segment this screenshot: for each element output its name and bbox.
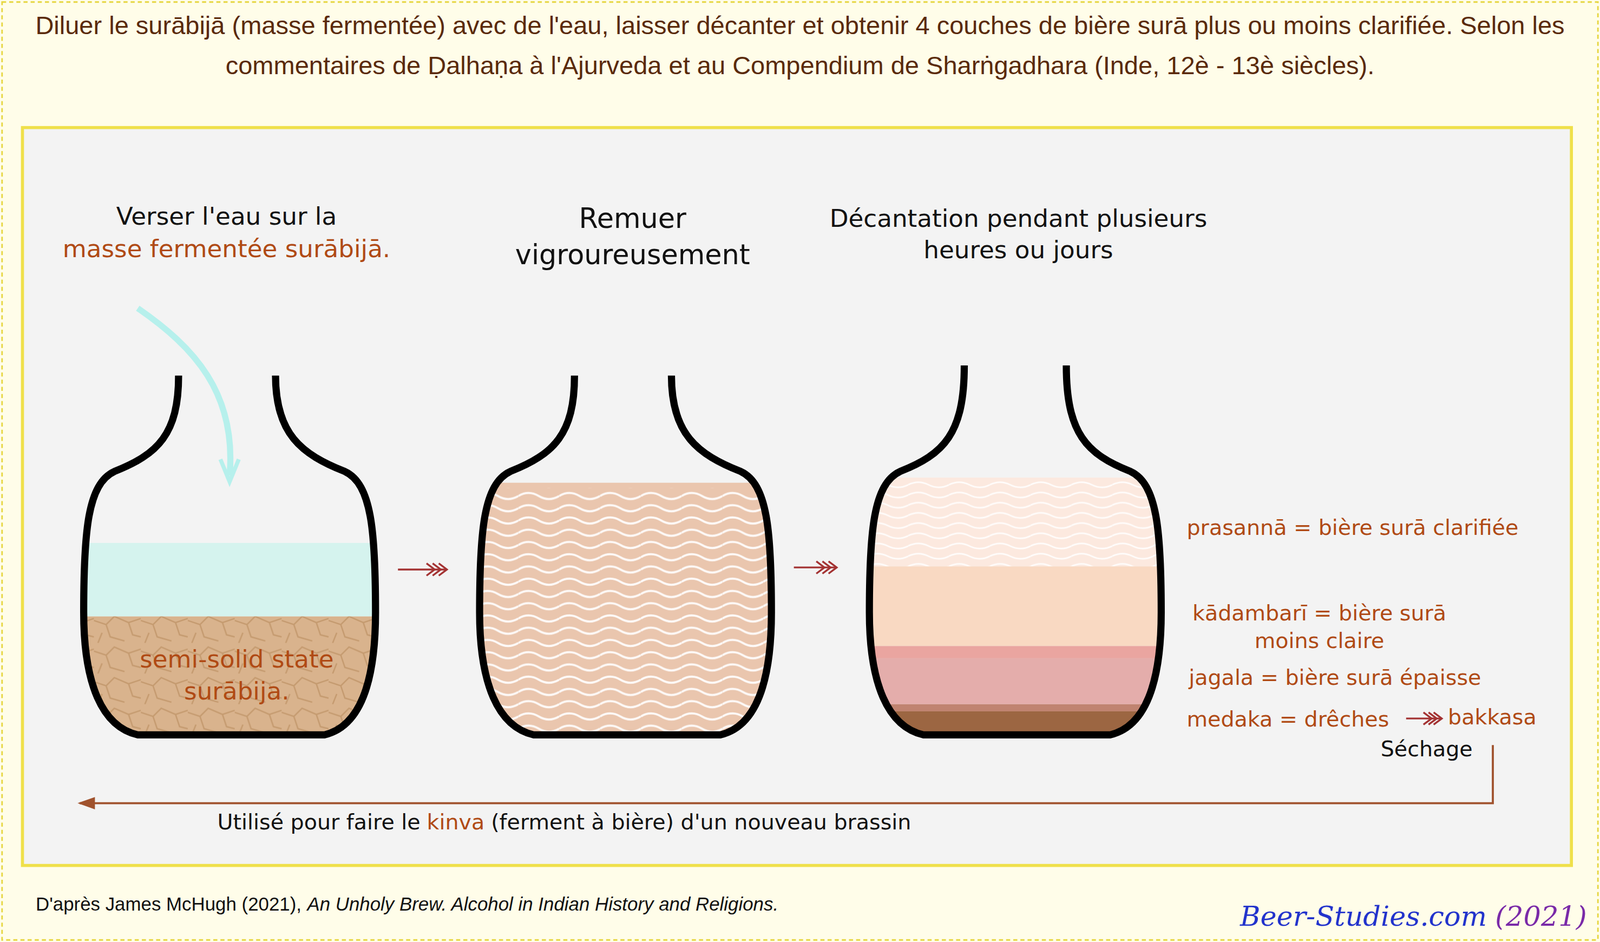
step-heading: Verser l'eau sur la <box>22 200 431 233</box>
label-box: medaka = drêches <box>1186 705 1389 733</box>
return-line <box>79 744 1493 803</box>
label-text: kinva <box>427 808 485 837</box>
label-box: kādambarī = bière surā moins claire <box>1181 598 1458 655</box>
label-text: Séchage <box>1380 735 1473 763</box>
label-text: bakkasa <box>1447 703 1537 732</box>
step-heading: Décantation pendant plusieurs heures ou … <box>804 202 1234 267</box>
water-arrowhead <box>220 458 239 482</box>
step-heading: masse fermentée surābijā. <box>22 233 431 266</box>
label-text: kādambarī = bière surā moins claire <box>1192 599 1447 653</box>
jar-node: Remuer vigroureusement <box>475 367 774 740</box>
step-heading: Remuer vigroureusement <box>494 200 771 273</box>
label-text: (2021) <box>1494 898 1587 935</box>
return-arrowhead <box>77 796 95 810</box>
label-text: An Unholy Brew. Alcohol in Indian Histor… <box>306 892 779 917</box>
label-text: prasannā = bière surā clarifiée <box>1186 513 1519 542</box>
step-arrow <box>794 561 837 574</box>
jar-node: Décantation pendant plusieurs heures ou … <box>865 357 1168 740</box>
water-arrow <box>138 307 231 476</box>
title: Diluer le surābijā (masse fermentée) ave… <box>15 5 1585 87</box>
label-text: D'après James McHugh (2021), <box>35 892 302 917</box>
label-box: bakkasa <box>1447 703 1537 732</box>
label-text: Utilisé pour faire le <box>217 808 421 837</box>
jar-2 <box>467 375 784 749</box>
label-text: (ferment à bière) d'un nouveau brassin <box>490 808 911 837</box>
jar-content-label: semi-solid state surābija. <box>121 643 352 708</box>
label-box: prasannā = bière surā clarifiée <box>1186 513 1519 542</box>
label-box: jagala = bière surā épaisse <box>1188 663 1481 692</box>
label-text: jagala = bière surā épaisse <box>1188 663 1481 692</box>
step-arrow <box>397 563 447 576</box>
jar-node: Verser l'eau sur lamasse fermentée surāb… <box>83 367 378 740</box>
label-box: Séchage <box>1380 735 1473 763</box>
panel <box>22 127 1572 866</box>
label-text: medaka = drêches <box>1186 705 1389 733</box>
label-text: Beer-Studies.com <box>1240 898 1487 935</box>
small-arrow <box>1406 712 1442 725</box>
label-row: Utilisé pour faire lekinva(ferment à biè… <box>217 808 912 837</box>
label-row: Beer-Studies.com(2021) <box>1240 898 1587 935</box>
arrowhead <box>426 563 435 576</box>
jar-3 <box>857 365 1174 752</box>
arrowhead <box>816 561 825 574</box>
label-row: D'après James McHugh (2021),An Unholy Br… <box>35 892 779 917</box>
